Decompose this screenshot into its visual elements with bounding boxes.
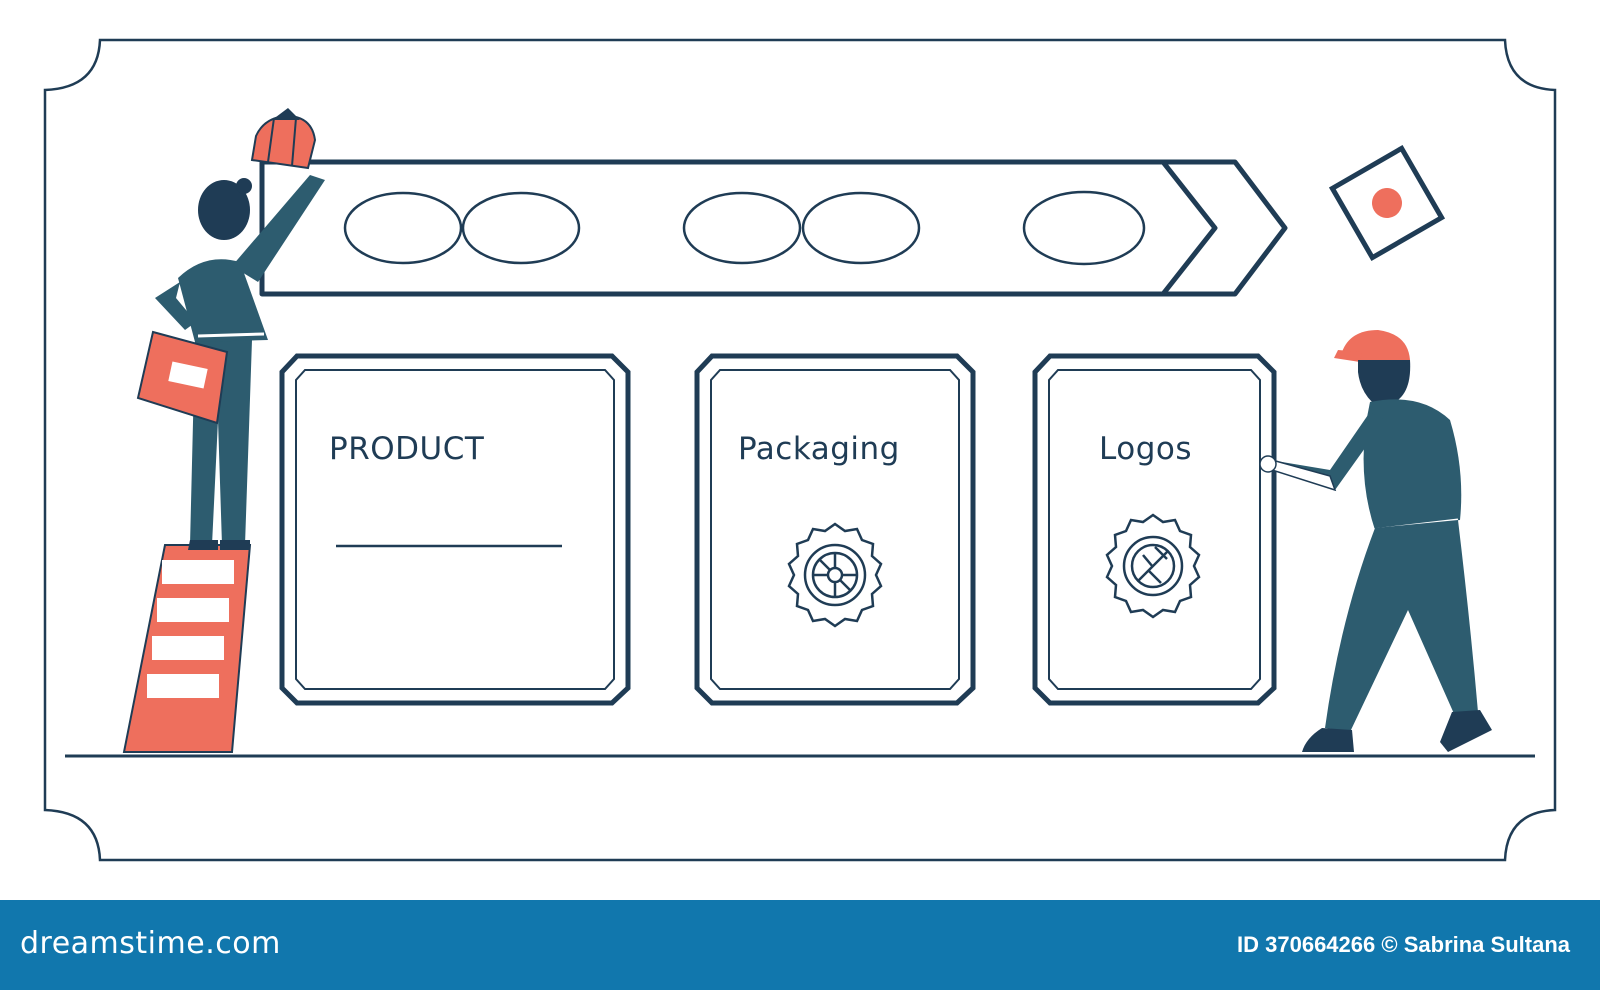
woman-figure [124, 108, 325, 752]
card-logos [1035, 356, 1274, 703]
gear-badge-icon [789, 524, 881, 626]
image-id: ID 370664266 [1237, 932, 1375, 957]
arrow-bar-ovals [345, 192, 1144, 264]
man-figure [1260, 330, 1492, 752]
gift-box-icon [252, 108, 315, 168]
brand-wordmark[interactable]: dreamstime.com [20, 926, 281, 961]
card-title-packaging: Packaging [738, 431, 900, 467]
card-product [282, 356, 628, 703]
card-title-product: PRODUCT [329, 431, 484, 467]
sticky-note-icon [1332, 148, 1441, 257]
card-packaging [697, 356, 973, 703]
stamp-badge-icon [1107, 515, 1199, 617]
copyright-symbol: © [1381, 932, 1397, 957]
author-name: Sabrina Sultana [1404, 932, 1570, 957]
ladder [124, 545, 250, 752]
footer-bar: dreamstime.com ID 370664266 © Sabrina Su… [0, 900, 1600, 990]
card-title-logos: Logos [1099, 431, 1192, 467]
image-credit: ID 370664266 © Sabrina Sultana [1237, 932, 1570, 958]
